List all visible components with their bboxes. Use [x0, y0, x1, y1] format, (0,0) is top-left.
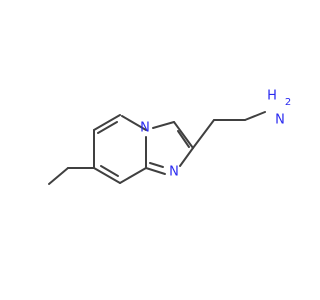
amine-h-count-label: 2: [285, 97, 291, 108]
bond-n1-c8a: [145, 167, 166, 175]
bond-n4-c3: [152, 121, 175, 129]
bond-n4-c5: [121, 115, 147, 131]
bond-c3-c2-double: [177, 130, 190, 148]
bond-c6-c5-inner-double: [97, 121, 118, 134]
bond-c2-n1: [179, 147, 194, 167]
amine-nitrogen-label: N: [275, 113, 285, 128]
bond-c7-c8-inner-double: [100, 165, 119, 177]
amine-hydrogen-label: H: [267, 89, 277, 104]
imidazole-nitrogen-label: N: [169, 165, 179, 180]
bond-c8-c8a: [119, 167, 147, 184]
bond-c5-c6: [93, 114, 121, 131]
bond-layer: [48, 111, 266, 185]
atom-label-layer: N N H N 2: [140, 89, 291, 180]
ring-nitrogen-label: N: [140, 121, 150, 136]
bond-ethyl-ch2-ch3: [48, 167, 69, 185]
bond-c7-c8: [93, 167, 121, 184]
bond-c3-c2: [173, 121, 194, 149]
bond-c2-ch2: [192, 119, 215, 149]
bond-ch2-nh2: [244, 111, 266, 121]
molecule-diagram: N N H N 2: [48, 89, 291, 185]
bond-n1-c8a-double: [149, 162, 164, 168]
